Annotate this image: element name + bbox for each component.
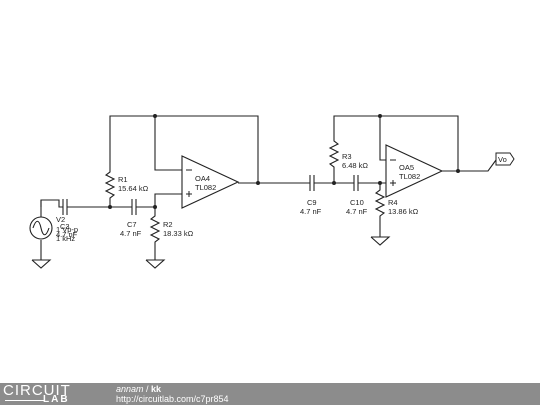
resistor-r3 (328, 115, 459, 171)
c10-value: 4.7 nF (346, 207, 368, 216)
r4-ref: R4 (388, 198, 398, 207)
r1-ref: R1 (118, 175, 128, 184)
r3-value: 6.48 kΩ (342, 161, 368, 170)
v2-ref: V2 (56, 215, 65, 224)
circuit-url[interactable]: http://circuitlab.com/c7pr854 (116, 394, 229, 404)
footer-bar: CIRCUIT LAB annam / kk http://circuitlab… (0, 382, 540, 405)
c10-ref: C10 (350, 198, 364, 207)
logo-text-top: CIRCUIT (3, 382, 71, 399)
output-label: Vo (498, 155, 507, 164)
meta-separator: / (143, 384, 152, 394)
c3-ref: C3 (60, 222, 70, 231)
c7-value: 4.7 nF (120, 229, 142, 238)
author-link[interactable]: annam (116, 384, 144, 394)
wire-oa4-minus (154, 116, 182, 171)
junctions (108, 114, 460, 209)
oa4-ref: OA4 (195, 174, 210, 183)
wire-c7-oa4 (136, 193, 182, 208)
wire-stage1-feedback (109, 115, 259, 183)
resistor-r1 (104, 170, 116, 206)
oa5-model: TL082 (399, 172, 420, 181)
wire-input (40, 199, 63, 208)
r2-value: 18.33 kΩ (163, 229, 194, 238)
resistor-r2 (149, 207, 161, 260)
c9-ref: C9 (307, 198, 317, 207)
sine-icon (32, 220, 50, 236)
v2-amplitude: 1 Vp-p (56, 225, 78, 234)
c9-value: 4.7 nF (300, 207, 322, 216)
c3-value: 4.7 nF (56, 230, 78, 239)
circuit-meta: annam / kk http://circuitlab.com/c7pr854 (116, 384, 229, 404)
r2-ref: R2 (163, 220, 173, 229)
ground-r2 (145, 259, 166, 269)
logo-text-bottom: LAB (43, 394, 70, 405)
oa5-ref: OA5 (399, 163, 414, 172)
ground-r4 (370, 236, 391, 246)
logo-line (5, 400, 45, 401)
ground-v2 (31, 259, 52, 269)
opamp-oa4 (181, 155, 240, 209)
r4-value: 13.86 kΩ (388, 207, 419, 216)
wire-oa5-out (442, 159, 497, 172)
v2-freq: 1 kHz (56, 234, 75, 243)
resistor-r4 (374, 183, 386, 237)
wire-oa5-minus (379, 116, 386, 161)
circuit-title[interactable]: kk (151, 384, 162, 394)
oa4-model: TL082 (195, 183, 216, 192)
r3-ref: R3 (342, 152, 352, 161)
circuitlab-logo[interactable]: CIRCUIT LAB (3, 382, 105, 405)
output-tag (495, 152, 515, 166)
opamp-oa5 (385, 144, 444, 198)
c7-ref: C7 (127, 220, 137, 229)
r1-value: 15.64 kΩ (118, 184, 149, 193)
